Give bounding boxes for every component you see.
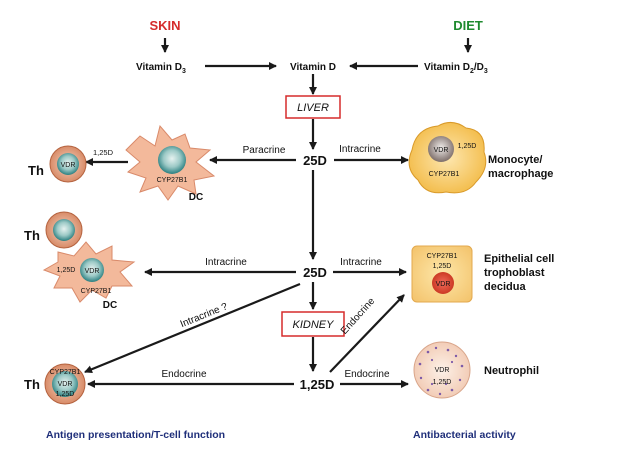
dc-label-top: DC: [189, 192, 203, 203]
arrow-125d-to-epithelial-endocrine: [329, 294, 405, 373]
label-endocrine-diagonal: Endocrine: [339, 296, 378, 337]
skin-label: SKIN: [149, 18, 180, 33]
liver-box: [285, 95, 341, 119]
dc-mid-cyp: CYP27B1: [81, 288, 112, 295]
th-label-mid: Th: [24, 228, 40, 243]
th-cell-top: VDR: [49, 145, 87, 183]
metabolite-25d-mid: 25D: [303, 265, 327, 280]
vitamin-d3-label: Vitamin D3: [136, 62, 186, 75]
neutrophil-label: Neutrophil: [484, 365, 539, 377]
label-intracrine-mid-left: Intracrine: [205, 257, 247, 268]
monocyte-125d: 1,25D: [458, 143, 477, 150]
neutrophil-vdr: VDR: [435, 367, 450, 374]
epithelial-cyp: CYP27B1: [427, 253, 458, 260]
footer-right: Antibacterial activity: [413, 429, 516, 441]
dendritic-cell-top: CYP27B1: [125, 124, 216, 201]
epithelial-label-1: Epithelial cell: [484, 253, 554, 265]
th-top-vdr: VDR: [61, 162, 76, 169]
epithelial-vdr: VDR: [436, 281, 451, 288]
epithelial-label-3: decidua: [484, 281, 526, 293]
neutrophil-125d: 1,25D: [433, 379, 452, 386]
dc-top-cyp: CYP27B1: [157, 177, 188, 184]
monocyte-vdr: VDR: [434, 147, 449, 154]
th-bottom-vdr: VDR: [58, 381, 73, 388]
epithelial-label-2: trophoblast: [484, 267, 545, 279]
dc-label-mid: DC: [103, 300, 117, 311]
arrow-25d-to-th-intracrine: [84, 282, 301, 374]
th-cell-mid: [45, 211, 83, 249]
liver-label: LIVER: [297, 102, 329, 114]
dc-mid-125d: 1,25D: [57, 267, 76, 274]
label-endocrine-right: Endocrine: [344, 369, 389, 380]
label-intracrine-mid-right: Intracrine: [340, 257, 382, 268]
th-bottom-cyp: CYP27B1: [50, 369, 81, 376]
label-paracrine: Paracrine: [243, 145, 286, 156]
label-125d-small: 1,25D: [93, 148, 114, 157]
dendritic-cell-mid: VDR 1,25D CYP27B1: [42, 241, 136, 303]
label-intracrine-top: Intracrine: [339, 144, 381, 155]
dc-mid-vdr: VDR: [85, 268, 100, 275]
footer-left: Antigen presentation/T-cell function: [46, 429, 225, 441]
arrows: [84, 38, 472, 388]
th-label-bottom: Th: [24, 377, 40, 392]
th-cell-bottom: CYP27B1 VDR 1,25D: [44, 363, 86, 405]
neutrophil-cell: VDR 1,25D: [413, 341, 471, 399]
monocyte-cell: VDR 1,25D CYP27B1: [408, 122, 487, 194]
vitamin-d-label: Vitamin D: [290, 62, 336, 73]
diet-label: DIET: [453, 18, 483, 33]
epithelial-125d: 1,25D: [433, 263, 452, 270]
metabolite-25d-top: 25D: [303, 153, 327, 168]
metabolite-125d: 1,25D: [300, 377, 335, 392]
label-endocrine-left: Endocrine: [161, 369, 206, 380]
kidney-label: KIDNEY: [293, 319, 335, 331]
vitamin-d2d3-label: Vitamin D2/D3: [424, 62, 488, 75]
monocyte-cyp: CYP27B1: [429, 171, 460, 178]
monocyte-label-2: macrophage: [488, 168, 553, 180]
kidney-box: [281, 311, 345, 337]
th-label-top: Th: [28, 163, 44, 178]
epithelial-cell: CYP27B1 1,25D VDR: [411, 245, 473, 303]
monocyte-label-1: Monocyte/: [488, 154, 542, 166]
th-bottom-125d: 1,25D: [56, 391, 75, 398]
